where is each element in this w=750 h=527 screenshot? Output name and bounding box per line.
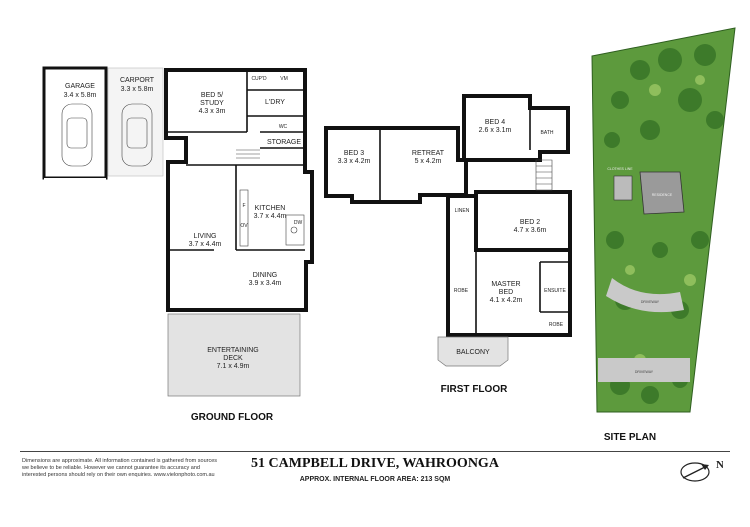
dining-label: DINING xyxy=(253,272,278,279)
carport-size: 3.3 x 5.8m xyxy=(121,86,154,93)
living-size: 3.7 x 4.4m xyxy=(189,241,222,248)
bed4-size: 2.6 x 3.1m xyxy=(479,127,512,134)
residence xyxy=(639,171,685,215)
bed3-label: BED 3 xyxy=(344,150,364,157)
carport: CARPORT 3.3 x 5.8m xyxy=(107,67,164,177)
bath-label: BATH xyxy=(541,130,554,136)
wc-label: WC xyxy=(279,124,288,130)
compass-north-label: N xyxy=(716,459,723,471)
robe-label-right: ROBE xyxy=(549,322,564,328)
bed3-size: 3.3 x 4.2m xyxy=(338,158,371,165)
garage: GARAGE 3.4 x 5.8m xyxy=(42,66,108,180)
deck-label: ENTERTAINING xyxy=(207,347,258,354)
bed2-label: BED 2 xyxy=(520,219,540,226)
ground-floor: GARAGE 3.4 x 5.8m CARPORT 3.3 x 5.8m BED… xyxy=(42,66,314,423)
footer: Dimensions are approximate. All informat… xyxy=(0,448,750,527)
site-boundary xyxy=(591,27,736,413)
retreat-label: RETREAT xyxy=(412,150,445,157)
bed5-label: BED 5/ xyxy=(201,92,223,99)
clothes-line-label: CLOTHES LINE xyxy=(607,167,633,171)
first-floor-title: FIRST FLOOR xyxy=(441,384,508,395)
dining-size: 3.9 x 3.4m xyxy=(249,280,282,287)
deck-size: 7.1 x 4.9m xyxy=(217,363,250,370)
ensuite-label: ENSUITE xyxy=(544,288,566,294)
residence-label: RESIDENCE xyxy=(652,193,673,197)
bed4-label: BED 4 xyxy=(485,119,505,126)
site-plan-title: SITE PLAN xyxy=(604,432,656,443)
driveway-label: DRIVEWAY xyxy=(641,300,660,304)
dishwasher-label: DW xyxy=(294,220,303,226)
kitchen-label: KITCHEN xyxy=(255,205,286,212)
balcony-label: BALCONY xyxy=(456,349,490,356)
compass-icon: N xyxy=(680,459,723,482)
retreat-size: 5 x 4.2m xyxy=(415,158,442,165)
cupboard-label: CUP'D xyxy=(251,76,267,82)
kitchen-size: 3.7 x 4.4m xyxy=(254,213,287,220)
fridge-label: F xyxy=(242,203,245,209)
ground-floor-title: GROUND FLOOR xyxy=(191,412,274,423)
floor-area: APPROX. INTERNAL FLOOR AREA: 213 SQM xyxy=(299,476,451,483)
laundry-label: L'DRY xyxy=(265,99,285,106)
linen-label: LINEN xyxy=(455,208,470,214)
car-icon xyxy=(61,103,93,167)
master-label: MASTER xyxy=(491,281,520,288)
driveway-street xyxy=(598,358,690,382)
deck-label-line2: DECK xyxy=(223,355,243,362)
robe-label-left: ROBE xyxy=(454,288,469,294)
bed5-size: 4.3 x 3m xyxy=(199,108,226,115)
balcony xyxy=(437,336,509,367)
garage-size: 3.4 x 5.8m xyxy=(64,92,97,99)
vm-label: VM xyxy=(280,76,288,82)
driveway-street-label: DRIVEWAY xyxy=(635,370,654,374)
driveway xyxy=(606,278,684,313)
property-address: 51 CAMPBELL DRIVE, WAHROONGA xyxy=(251,456,499,471)
footer-divider xyxy=(20,451,730,452)
disclaimer-text: Dimensions are approximate. All informat… xyxy=(22,458,218,478)
bed5-label-line2: STUDY xyxy=(200,100,224,107)
carport-label: CARPORT xyxy=(120,77,155,84)
master-size: 4.1 x 4.2m xyxy=(490,297,523,304)
entertaining-deck xyxy=(167,313,301,397)
site-plan: RESIDENCE DRIVEWAY DRIVEWAY CLOTHES LINE… xyxy=(591,27,736,443)
storage-label: STORAGE xyxy=(267,139,301,146)
bed2-size: 4.7 x 3.6m xyxy=(514,227,547,234)
garage-label: GARAGE xyxy=(65,83,95,90)
car-icon xyxy=(121,103,153,167)
master-label-line2: BED xyxy=(499,289,513,296)
first-floor: BED 3 3.3 x 4.2m RETREAT 5 x 4.2m BED 4 … xyxy=(324,94,572,395)
oven-label: OV xyxy=(240,223,248,229)
living-label: LIVING xyxy=(194,233,217,240)
